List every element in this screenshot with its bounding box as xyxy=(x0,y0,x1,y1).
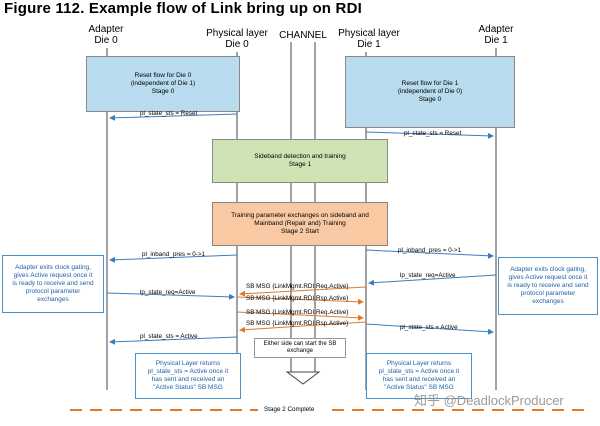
reset-box-die1: Reset flow for Die 1 (independent of Die… xyxy=(345,56,515,128)
training-box: Training parameter exchanges on sideband… xyxy=(212,202,388,246)
label-inband-left: pl_inband_pres = 0->1 xyxy=(142,251,206,258)
arrow-sb-rsp1 xyxy=(236,296,364,305)
arrow-reset-right xyxy=(365,131,494,139)
note-phy-die0: Physical Layer returns pl_state_sts = Ac… xyxy=(135,353,241,399)
label-sb-req2: SB MSG {LinkMgmt.RDI.Req.Active} xyxy=(246,309,349,316)
arrow-req-left xyxy=(106,292,235,300)
label-reset-left: pl_state_sts = Reset xyxy=(140,110,198,117)
arrow-req-right xyxy=(368,274,497,286)
label-inband-right: pl_inband_pres = 0->1 xyxy=(398,247,462,254)
note-either-side: Either side can start the SB exchange xyxy=(254,338,346,358)
header-phy-die0: Physical layer Die 0 xyxy=(206,28,268,50)
arrow-inband-left xyxy=(109,254,238,263)
arrow-reset-left xyxy=(109,113,238,121)
arrow-sb-rsp2 xyxy=(239,321,367,333)
label-active-right: pl_state_sts = Active xyxy=(400,324,458,331)
reset-box-die0: Reset flow for Die 0 (independent of Die… xyxy=(86,56,240,112)
arrow-inband-right xyxy=(365,249,494,259)
header-channel: CHANNEL xyxy=(279,30,327,41)
header-adapter-die0: Adapter Die 0 xyxy=(88,24,124,46)
label-reset-right: pl_state_sts = Reset xyxy=(404,130,462,137)
label-req-left: lp_state_req=Active xyxy=(140,289,196,296)
label-sb-rsp1: SB MSG {LinkMgmt.RDI.Rsp.Active} xyxy=(246,295,349,302)
note-adapter-die1: Adapter exits clock gating, gives Active… xyxy=(498,257,598,315)
label-sb-req1: SB MSG {LinkMgmt.RDI.Req.Active} xyxy=(246,283,349,290)
label-sb-rsp2: SB MSG {LinkMgmt.RDI.Rsp.Active} xyxy=(246,320,349,327)
watermark: 知乎 @DeadlockProducer xyxy=(414,393,564,408)
header-adapter-die1: Adapter Die 1 xyxy=(478,24,514,46)
arrow-active-right xyxy=(365,323,494,335)
arrow-active-left xyxy=(109,336,238,345)
arrow-sb-req2 xyxy=(236,311,364,321)
channel-arrowhead xyxy=(285,371,321,385)
figure-title: Figure 112. Example flow of Link bring u… xyxy=(4,0,362,17)
note-adapter-die0: Adapter exits clock gating, gives Active… xyxy=(2,255,104,313)
label-req-right: lp_state_req=Active xyxy=(400,272,456,279)
stage2-complete-label: Stage 2 Complete xyxy=(264,406,315,413)
arrow-sb-req1 xyxy=(239,286,367,297)
header-phy-die1: Physical layer Die 1 xyxy=(338,28,400,50)
sideband-box: Sideband detection and training Stage 1 xyxy=(212,139,388,183)
note-phy-die1: Physical Layer returns pl_state_sts = Ac… xyxy=(366,353,472,399)
label-active-left: pl_state_sts = Active xyxy=(140,333,198,340)
